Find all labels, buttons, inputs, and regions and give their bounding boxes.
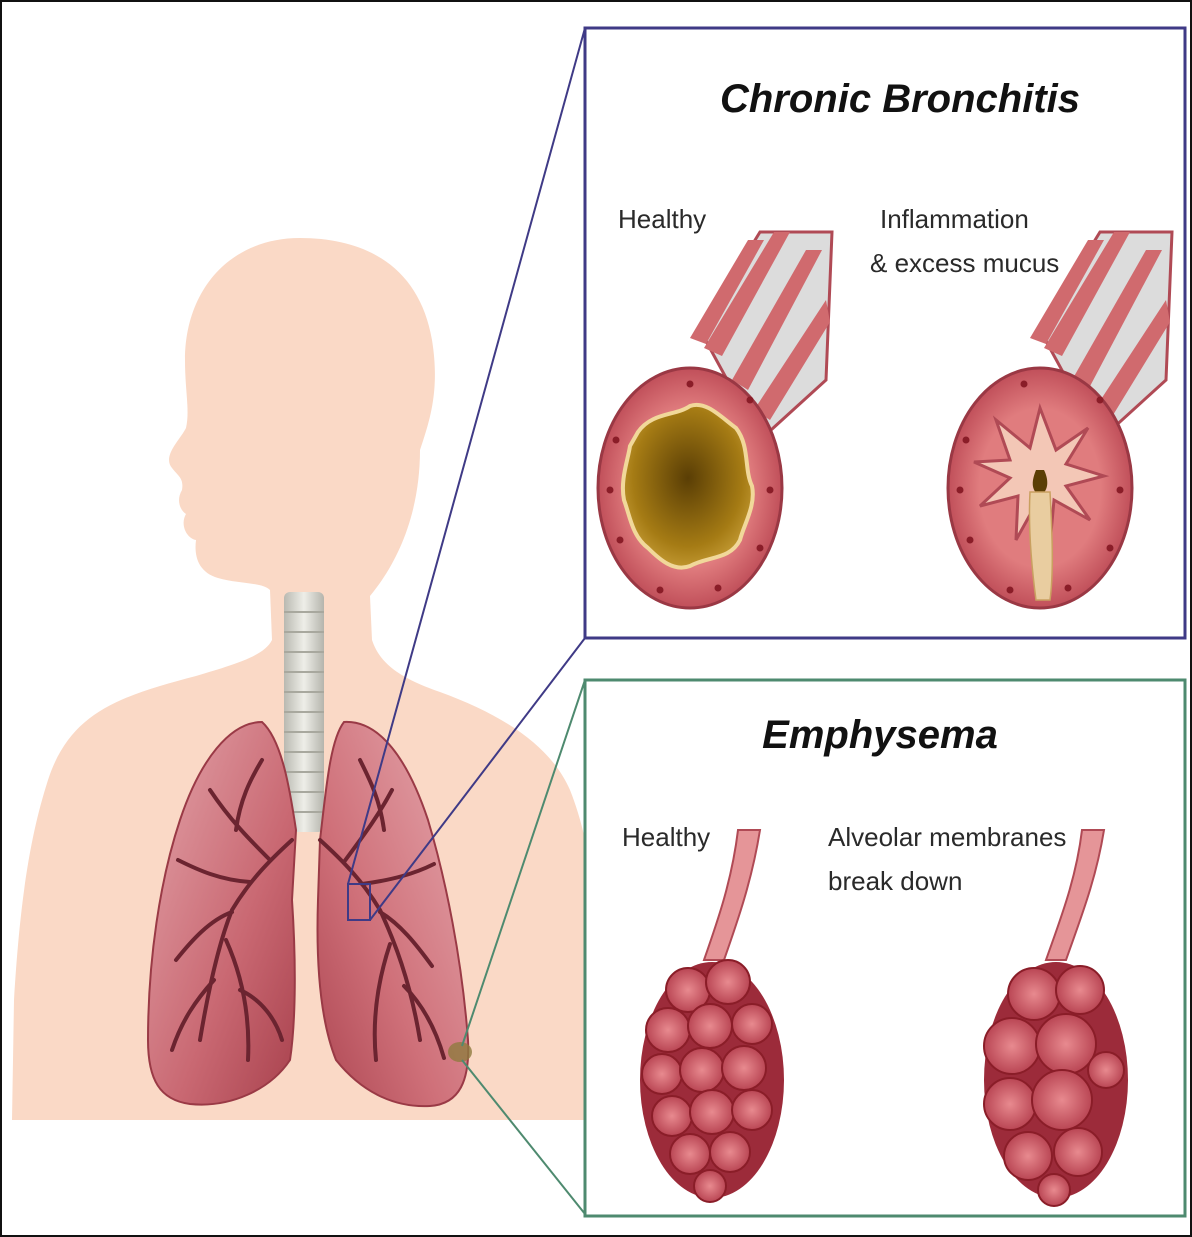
bronchitis-healthy-label: Healthy [618,204,706,234]
bronchitis-title: Chronic Bronchitis [720,77,1080,121]
bronchitis-panel: Chronic Bronchitis Healthy Inflammation … [585,28,1185,638]
emphysema-breakdown-label-2: break down [828,866,962,896]
emphysema-breakdown-label-1: Alveolar membranes [828,822,1066,852]
emphysema-title: Emphysema [762,713,998,757]
emphysema-healthy-label: Healthy [622,822,710,852]
bronchitis-inflammation-label-2: & excess mucus [870,248,1059,278]
emphysema-panel: Emphysema Healthy Alveolar membranes bre… [585,680,1185,1216]
bronchitis-inflammation-label-1: Inflammation [880,204,1029,234]
